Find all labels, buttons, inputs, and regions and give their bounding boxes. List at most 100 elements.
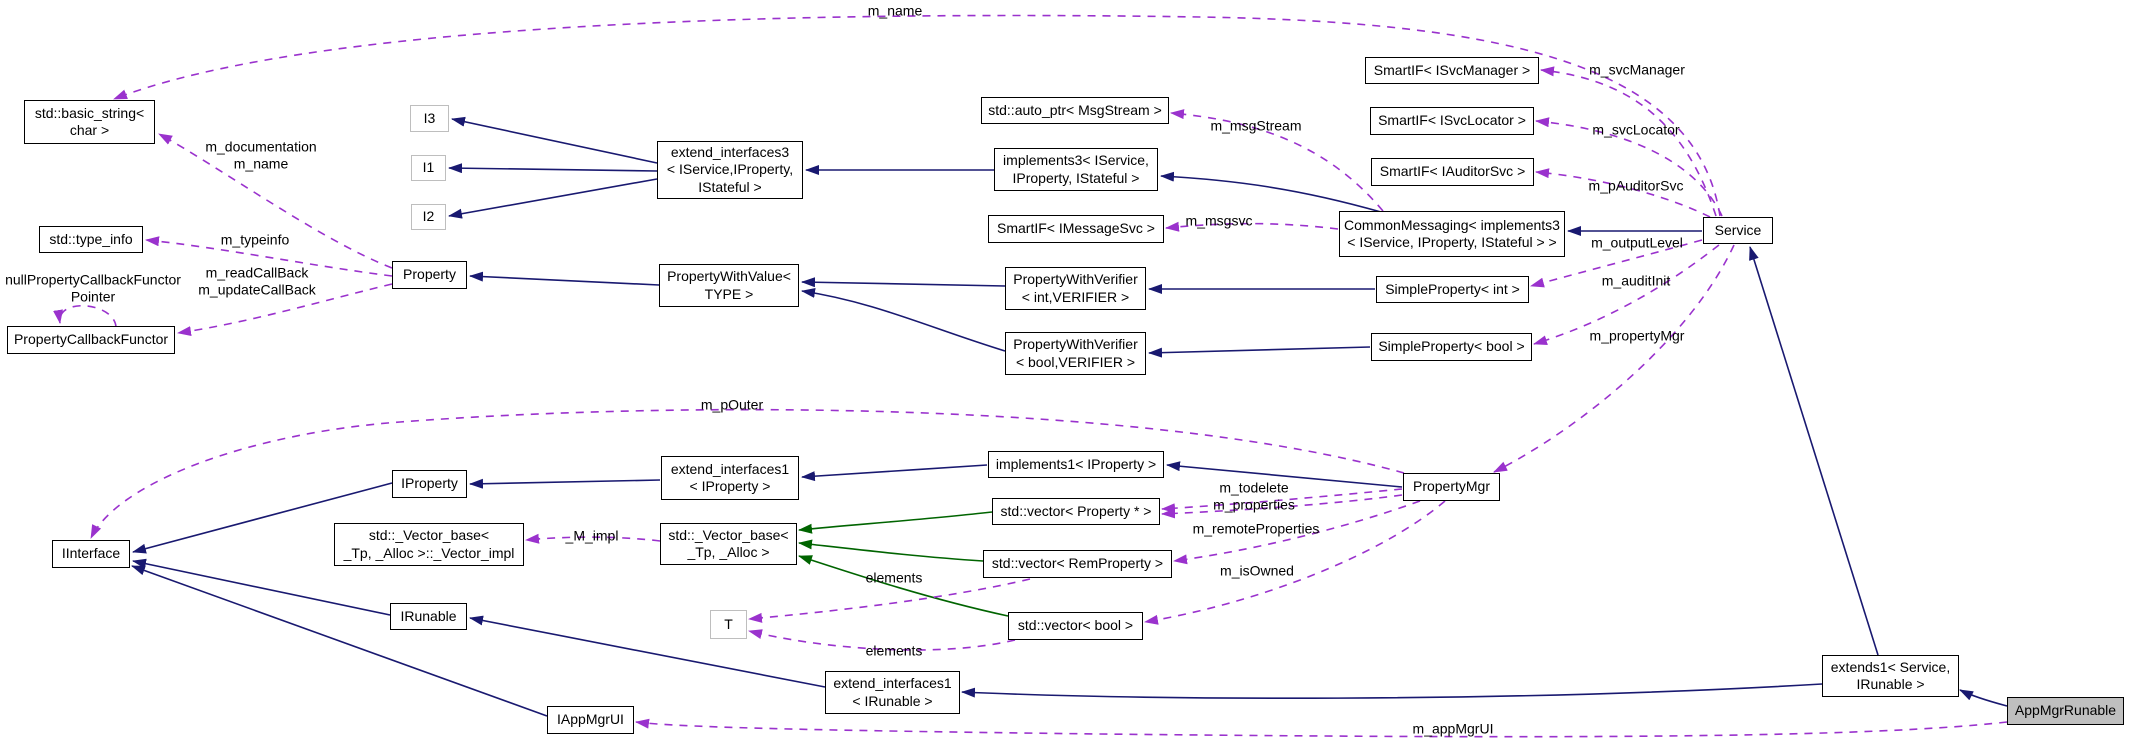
edge-pwv_bool-to-property_with_value: [801, 287, 1006, 352]
edge-property_with_value-to-property: [469, 271, 660, 286]
edge-iappmgrui-to-iinterface: [131, 565, 548, 717]
edge-service-to-smartif_iauditorsvc: [1535, 168, 1711, 218]
edge-vector_bool-to-t_param: [748, 629, 1016, 651]
edge-property-to-basic_string: [158, 133, 393, 269]
node-property_with_value[interactable]: PropertyWithValue< TYPE >: [659, 264, 799, 307]
node-vector_bool[interactable]: std::vector< bool >: [1008, 612, 1143, 640]
edge-implements1_iproperty-to-extend_interfaces1_iproperty: [801, 464, 988, 482]
edge-label-m_name: m_name: [867, 2, 923, 19]
node-basic_string[interactable]: std::basic_string< char >: [24, 100, 155, 144]
edge-label-m_isOwned: m_isOwned: [1220, 562, 1294, 579]
node-property_callback_functor[interactable]: PropertyCallbackFunctor: [7, 326, 175, 354]
edge-propertymgr-to-iinterface: [90, 408, 1405, 539]
edge-label-m_svcLocator: m_svcLocator: [1592, 121, 1680, 138]
node-i2: I2: [411, 204, 446, 230]
edge-common_messaging-to-implements3: [1160, 171, 1382, 213]
node-service[interactable]: Service: [1703, 217, 1773, 244]
edge-vector_bool-to-vector_base: [798, 555, 1009, 617]
edge-label-elements: elements: [865, 569, 923, 586]
node-vector_remproperty[interactable]: std::vector< RemProperty >: [983, 550, 1172, 578]
edge-propertymgr-to-vector_property_ptr: [1161, 494, 1403, 519]
edge-extend_interfaces1_iproperty-to-iproperty: [469, 478, 661, 489]
edge-service-to-simpleproperty_bool: [1533, 244, 1720, 346]
node-property[interactable]: Property: [392, 261, 467, 289]
edge-label-_M_impl: _M_impl: [565, 527, 619, 544]
edge-appmgrrunable-to-iappmgrui: [635, 718, 2008, 738]
edge-label-m_remoteProperties: m_remoteProperties: [1192, 520, 1320, 537]
edge-label-nullPropertyCallbackFunctor: nullPropertyCallbackFunctor Pointer: [5, 271, 181, 304]
edge-property-to-type_info: [145, 236, 393, 277]
edge-vector_remproperty-to-vector_base: [798, 539, 984, 562]
edge-extend_interfaces3-to-i3: [451, 116, 658, 164]
node-extends1_service_irunable[interactable]: extends1< Service, IRunable >: [1822, 655, 1959, 697]
edge-iproperty-to-iinterface: [132, 482, 393, 554]
edge-label-m_readCallBack: m_readCallBack m_updateCallBack: [198, 264, 316, 297]
node-appmgrrunable[interactable]: AppMgrRunable: [2007, 697, 2124, 725]
node-simpleproperty_int[interactable]: SimpleProperty< int >: [1376, 276, 1529, 303]
node-auto_ptr_msgstream[interactable]: std::auto_ptr< MsgStream >: [981, 97, 1169, 124]
edge-label-elements: elements: [865, 642, 923, 659]
edge-simpleproperty_bool-to-pwv_bool: [1148, 346, 1371, 358]
node-simpleproperty_bool[interactable]: SimpleProperty< bool >: [1371, 333, 1532, 361]
node-smartif_imessagesvc[interactable]: SmartIF< IMessageSvc >: [988, 215, 1164, 243]
node-extend_interfaces3[interactable]: extend_interfaces3 < IService,IProperty,…: [657, 141, 803, 199]
node-type_info[interactable]: std::type_info: [39, 226, 143, 253]
node-iappmgrui[interactable]: IAppMgrUI: [547, 706, 634, 734]
edge-label-m_typeinfo: m_typeinfo: [220, 231, 290, 248]
node-pwv_bool[interactable]: PropertyWithVerifier < bool,VERIFIER >: [1005, 332, 1146, 375]
edge-vector_property_ptr-to-vector_base: [798, 511, 993, 534]
edge-label-m_outputLevel: m_outputLevel: [1591, 234, 1683, 251]
edge-label-m_todelete: m_todelete m_properties: [1213, 479, 1295, 512]
node-iinterface[interactable]: IInterface: [52, 540, 130, 568]
node-implements3[interactable]: implements3< IService, IProperty, IState…: [994, 148, 1158, 191]
node-extend_interfaces1_iproperty[interactable]: extend_interfaces1 < IProperty >: [661, 456, 799, 500]
edge-property-to-property_callback_functor: [177, 283, 393, 337]
edge-service-to-smartif_isvcmanager: [1540, 66, 1717, 217]
edge-extend_interfaces1_irunable-to-irunable: [469, 615, 826, 688]
edge-label-m_documentation: m_documentation m_name: [205, 138, 317, 171]
edge-property_callback_functor-to-property_callback_functor: [53, 304, 117, 328]
edge-service-to-simpleproperty_int: [1530, 239, 1703, 288]
node-iproperty[interactable]: IProperty: [392, 470, 467, 498]
node-smartif_isvclocator[interactable]: SmartIF< ISvcLocator >: [1370, 107, 1534, 135]
edge-label-m_pOuter: m_pOuter: [700, 396, 764, 413]
edge-pwv_int-to-property_with_value: [801, 277, 1006, 288]
edge-label-m_msgsvc: m_msgsvc: [1185, 212, 1253, 229]
edge-extends1_service_irunable-to-extend_interfaces1_irunable: [961, 683, 1823, 700]
node-propertymgr[interactable]: PropertyMgr: [1403, 473, 1500, 501]
node-pwv_int[interactable]: PropertyWithVerifier < int,VERIFIER >: [1005, 267, 1146, 310]
node-t_param: T: [710, 610, 747, 639]
node-i1: I1: [411, 155, 446, 181]
edge-common_messaging-to-auto_ptr_msgstream: [1170, 109, 1384, 212]
edge-extends1_service_irunable-to-service: [1749, 246, 1879, 656]
node-smartif_isvcmanager[interactable]: SmartIF< ISvcManager >: [1365, 57, 1539, 84]
edge-service-to-propertymgr: [1493, 244, 1735, 473]
node-vector_base_impl[interactable]: std::_Vector_base< _Tp, _Alloc >::_Vecto…: [334, 523, 524, 566]
edge-label-m_pAuditorSvc: m_pAuditorSvc: [1588, 177, 1684, 194]
edge-extend_interfaces3-to-i2: [448, 178, 658, 219]
edge-common_messaging-to-smartif_imessagesvc: [1165, 221, 1339, 232]
edge-vector_base-to-vector_base_impl: [525, 533, 661, 544]
edge-service-to-basic_string: [113, 14, 1721, 217]
node-smartif_iauditorsvc[interactable]: SmartIF< IAuditorSvc >: [1371, 158, 1534, 186]
node-vector_base[interactable]: std::_Vector_base< _Tp, _Alloc >: [660, 523, 797, 565]
node-i3: I3: [410, 105, 449, 132]
edge-label-m_svcManager: m_svcManager: [1589, 61, 1685, 78]
node-extend_interfaces1_irunable[interactable]: extend_interfaces1 < IRunable >: [825, 671, 960, 714]
node-common_messaging[interactable]: CommonMessaging< implements3 < IService,…: [1339, 211, 1565, 257]
edge-label-m_appMgrUI: m_appMgrUI: [1412, 720, 1494, 737]
edge-propertymgr-to-vector_bool: [1144, 500, 1446, 625]
edge-label-m_msgStream: m_msgStream: [1210, 117, 1302, 134]
node-vector_property_ptr[interactable]: std::vector< Property * >: [992, 498, 1160, 525]
node-irunable[interactable]: IRunable: [390, 603, 467, 630]
edge-propertymgr-to-implements1_iproperty: [1166, 461, 1403, 488]
edge-label-m_auditInit: m_auditInit: [1601, 272, 1671, 289]
edge-extend_interfaces3-to-i1: [448, 163, 658, 174]
node-implements1_iproperty[interactable]: implements1< IProperty >: [988, 451, 1164, 478]
edge-appmgrrunable-to-extends1_service_irunable: [1959, 689, 2008, 707]
edge-label-m_propertyMgr: m_propertyMgr: [1589, 327, 1685, 344]
edge-vector_remproperty-to-t_param: [748, 578, 1031, 623]
edge-propertymgr-to-vector_remproperty: [1173, 500, 1421, 565]
